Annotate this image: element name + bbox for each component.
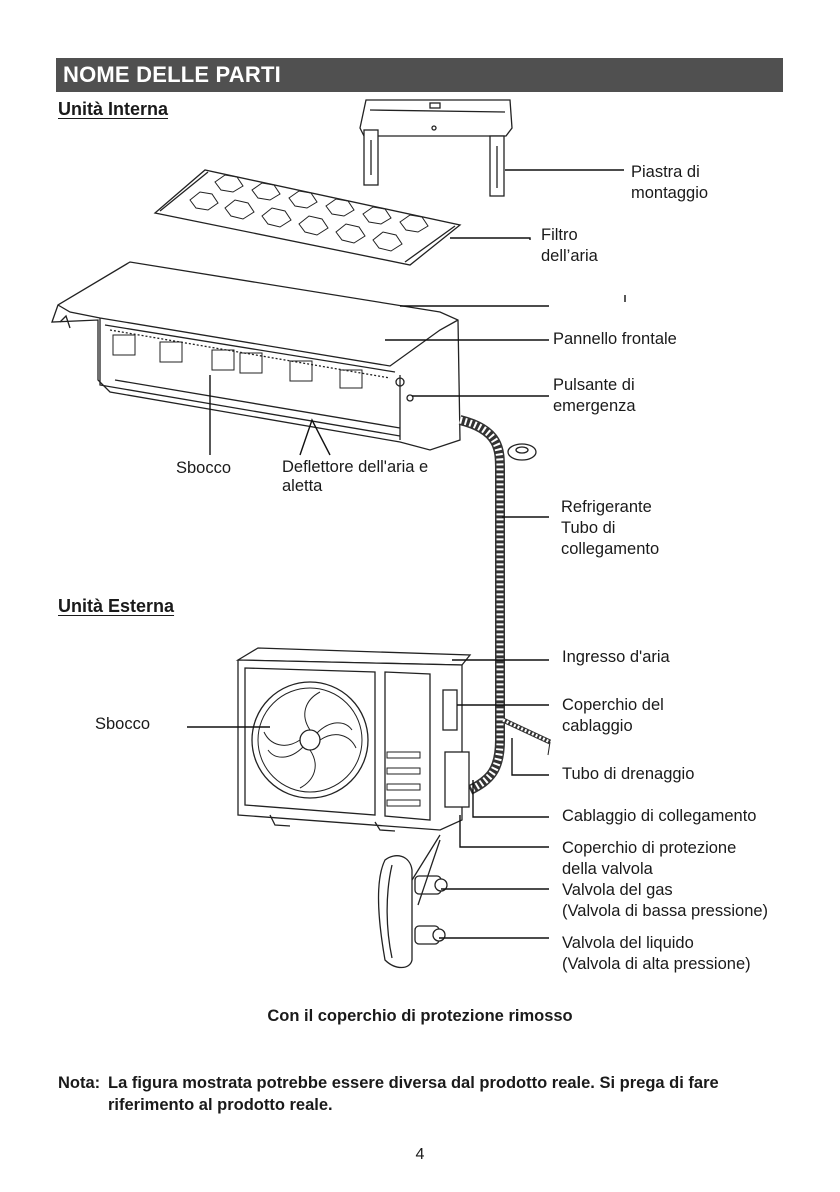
indoor-unit-title: Unità Interna [58, 99, 169, 119]
refrigerant-pipe-illustration [458, 415, 537, 795]
label-front-panel: Pannello frontale [553, 330, 677, 348]
note-text: La figura mostrata potrebbe essere diver… [108, 1074, 719, 1114]
label-emergency-button: Pulsante di emergenza [553, 376, 636, 415]
outdoor-unit-illustration [235, 647, 552, 832]
indoor-unit-illustration [51, 261, 461, 451]
mounting-plate-illustration [359, 99, 513, 197]
label-liquid-valve: Valvola del liquido (Valvola di alta pre… [562, 934, 751, 973]
label-connecting-wiring: Cablaggio di collegamento [562, 807, 757, 825]
note-label: Nota: [58, 1074, 101, 1092]
label-deflector: Deflettore dell'aria e aletta [282, 458, 429, 495]
note: Nota: La figura mostrata potrebbe essere … [58, 1072, 788, 1116]
label-valve-cover: Coperchio di protezione della valvola [562, 839, 737, 878]
valves-illustration [377, 834, 448, 969]
label-outdoor-outlet: Sbocco [95, 715, 151, 733]
label-refrigerant-pipe: Refrigerante Tubo di collegamento [561, 498, 660, 558]
label-air-inlet: Ingresso d'aria [562, 648, 670, 666]
label-indoor-outlet: Sbocco [176, 459, 232, 477]
page-number: 4 [415, 1146, 425, 1163]
label-air-filter: Filtro dell’aria [541, 226, 598, 265]
leader-lines [187, 169, 626, 939]
outdoor-unit-title: Unità Esterna [58, 596, 175, 616]
label-wiring-cover: Coperchio del cablaggio [562, 696, 664, 735]
figure-caption: Con il coperchio di protezione rimosso [267, 1007, 573, 1025]
air-filter-illustration [153, 169, 462, 266]
label-gas-valve: Valvola del gas (Valvola di bassa pressi… [562, 881, 769, 920]
section-header: NOME DELLE PARTI [56, 58, 783, 92]
label-drain-pipe: Tubo di drenaggio [562, 765, 695, 783]
label-mounting-plate: Piastra di montaggio [631, 163, 709, 202]
